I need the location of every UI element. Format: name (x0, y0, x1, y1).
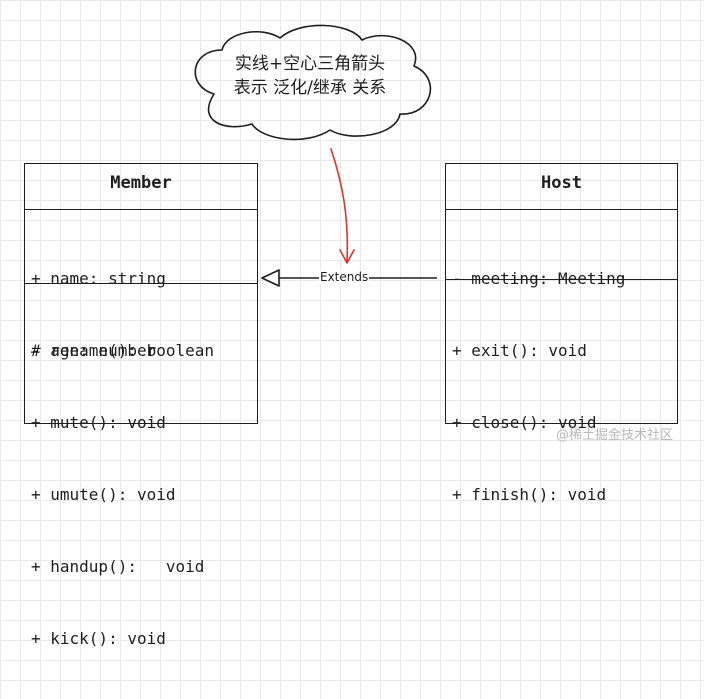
class-host[interactable]: Host - meeting: Meeting + exit(): void +… (445, 163, 678, 504)
cloud-shape (194, 24, 432, 141)
class-host-divider-1 (446, 209, 677, 210)
method-item: + handup(): void (31, 557, 205, 576)
note-line-2: 表示 泛化/继承 关系 (233, 78, 387, 98)
method-item: + kick(): void (31, 629, 166, 648)
note-text: 实线+空心三角箭头 表示 泛化/继承 关系 (188, 52, 432, 100)
class-member[interactable]: Member + name: string # age: number - re… (24, 163, 258, 648)
attribute-item: - meeting: Meeting (452, 269, 626, 288)
attribute-item: # age: number (31, 341, 157, 360)
note-line-1: 实线+空心三角箭头 (234, 54, 386, 74)
method-item: + close(): void (452, 413, 597, 432)
method-item: + mute(): void (31, 413, 166, 432)
extends-label: Extends (319, 270, 370, 284)
note-arrow-head (339, 249, 355, 264)
class-member-methods: - rename(): boolean + mute(): void + umu… (31, 291, 214, 699)
attribute-item: + name: string (31, 269, 166, 288)
class-member-attributes: + name: string # age: number (31, 219, 166, 411)
class-host-attributes: - meeting: Meeting (452, 219, 625, 339)
method-item: + exit(): void (452, 341, 587, 360)
method-item: - rename(): boolean (31, 341, 215, 360)
hollow-triangle-arrowhead (261, 269, 280, 287)
class-member-divider-2 (25, 283, 257, 284)
method-item: + umute(): void (31, 485, 176, 504)
class-host-divider-2 (446, 279, 677, 280)
class-host-methods: + exit(): void + close(): void + finish(… (452, 291, 606, 555)
note-arrow (330, 148, 349, 263)
class-host-title: Host (541, 173, 582, 193)
class-member-divider-1 (25, 209, 257, 210)
method-item: + finish(): void (452, 485, 607, 504)
diagram-canvas (194, 24, 437, 287)
watermark-text: @稀土掘金技术社区 (556, 428, 674, 443)
class-member-title: Member (110, 173, 172, 193)
